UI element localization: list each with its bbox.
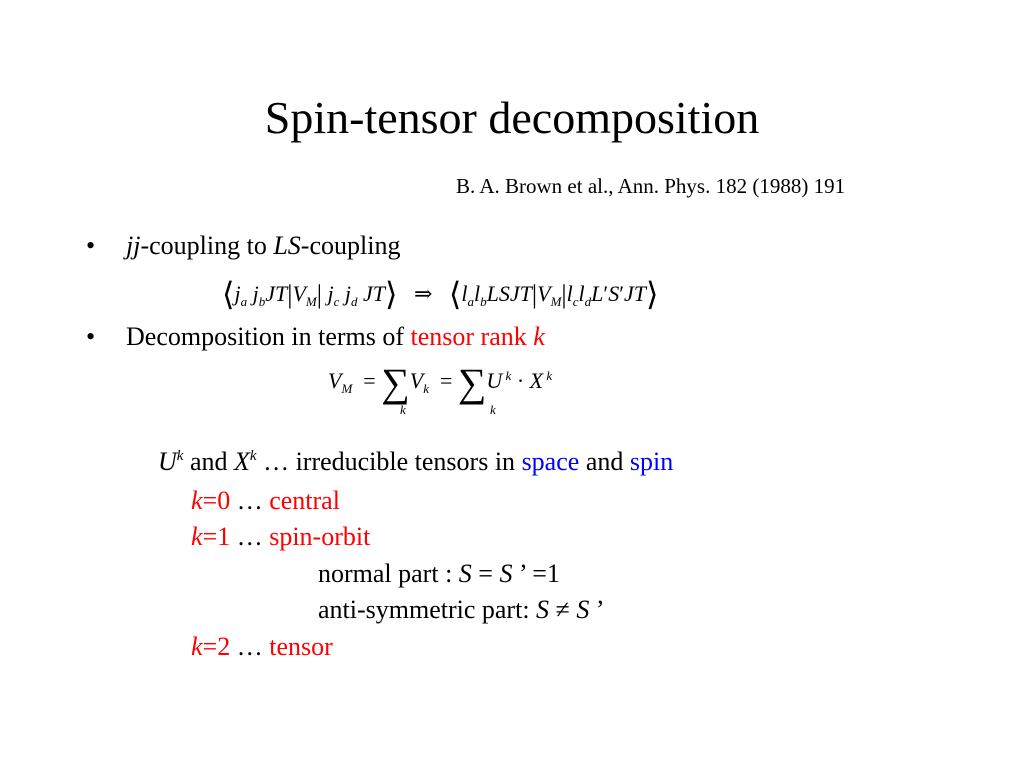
- anti-symmetric-text: anti-symmetric part:: [318, 595, 537, 624]
- bullet-jj-coupling: jj-coupling to LS-coupling: [126, 230, 400, 262]
- ellipsis: …: [230, 522, 270, 551]
- k-symbol: k: [191, 486, 203, 515]
- s-symbol: S: [536, 595, 550, 624]
- bullet-decomposition: Decomposition in terms of tensor rank k: [126, 321, 545, 353]
- s-prime-symbol: S: [499, 559, 513, 588]
- space-text: space: [521, 447, 580, 476]
- spin-text: spin: [629, 447, 674, 476]
- coupling-to-text: -coupling to: [140, 231, 274, 260]
- ellipsis: …: [230, 486, 270, 515]
- not-equal-sign: ≠: [549, 595, 577, 624]
- rank-label: central: [269, 486, 340, 515]
- implies-arrow: ⇒: [413, 281, 433, 306]
- sum-index-2: k: [490, 402, 496, 417]
- tensor-rank-text: tensor rank: [410, 322, 534, 351]
- rank-label: tensor: [269, 632, 333, 661]
- jj-text: jj: [126, 231, 141, 260]
- matrix-element-equation: ⟨ja jbJT|VM| jc jd JT⟩ ⇒ ⟨lalbLSJT|VM|lc…: [222, 276, 659, 312]
- rank-value: =2: [202, 632, 231, 661]
- k-symbol: k: [533, 322, 545, 351]
- and-text: and: [183, 447, 234, 476]
- prime-equals-one: ’ =1: [512, 559, 560, 588]
- normal-part-line: normal part : S = S ’ =1: [318, 558, 560, 590]
- rank-label: spin-orbit: [269, 522, 371, 551]
- equals-sign: =: [471, 559, 500, 588]
- x-symbol: X: [234, 447, 250, 476]
- rank-item-tensor: k=2 … tensor: [191, 631, 333, 663]
- bullet-marker: •: [86, 231, 96, 260]
- sum-index-1: k: [400, 402, 406, 417]
- rank-value: =1: [202, 522, 231, 551]
- rank-value: =0: [202, 486, 231, 515]
- u-symbol: U: [158, 447, 177, 476]
- k-symbol: k: [191, 632, 203, 661]
- ls-text: LS: [273, 231, 301, 260]
- irreducible-text: … irreducible tensors in: [256, 447, 522, 476]
- bullet-marker: •: [86, 322, 96, 351]
- decomposition-text: Decomposition in terms of: [126, 322, 411, 351]
- prime-mark: ’: [589, 595, 605, 624]
- k-symbol: k: [191, 522, 203, 551]
- k-superscript: k: [176, 448, 184, 464]
- rank-item-spin-orbit: k=1 … spin-orbit: [191, 521, 370, 553]
- s-symbol: S: [458, 559, 472, 588]
- k-superscript: k: [249, 448, 257, 464]
- normal-part-text: normal part :: [318, 559, 459, 588]
- coupling-text: -coupling: [300, 231, 401, 260]
- sum-equation: VM = ∑Vk = ∑U k · X k: [328, 360, 553, 405]
- s-prime-symbol: S: [576, 595, 590, 624]
- irreducible-tensors-line: Uk and Xk … irreducible tensors in space…: [158, 440, 673, 478]
- ellipsis: …: [230, 632, 270, 661]
- rank-item-central: k=0 … central: [191, 485, 340, 517]
- and-text: and: [579, 447, 630, 476]
- anti-symmetric-part-line: anti-symmetric part: S ≠ S ’: [318, 594, 605, 626]
- slide-title: Spin-tensor decomposition: [264, 92, 760, 143]
- reference-citation: B. A. Brown et al., Ann. Phys. 182 (1988…: [456, 174, 846, 198]
